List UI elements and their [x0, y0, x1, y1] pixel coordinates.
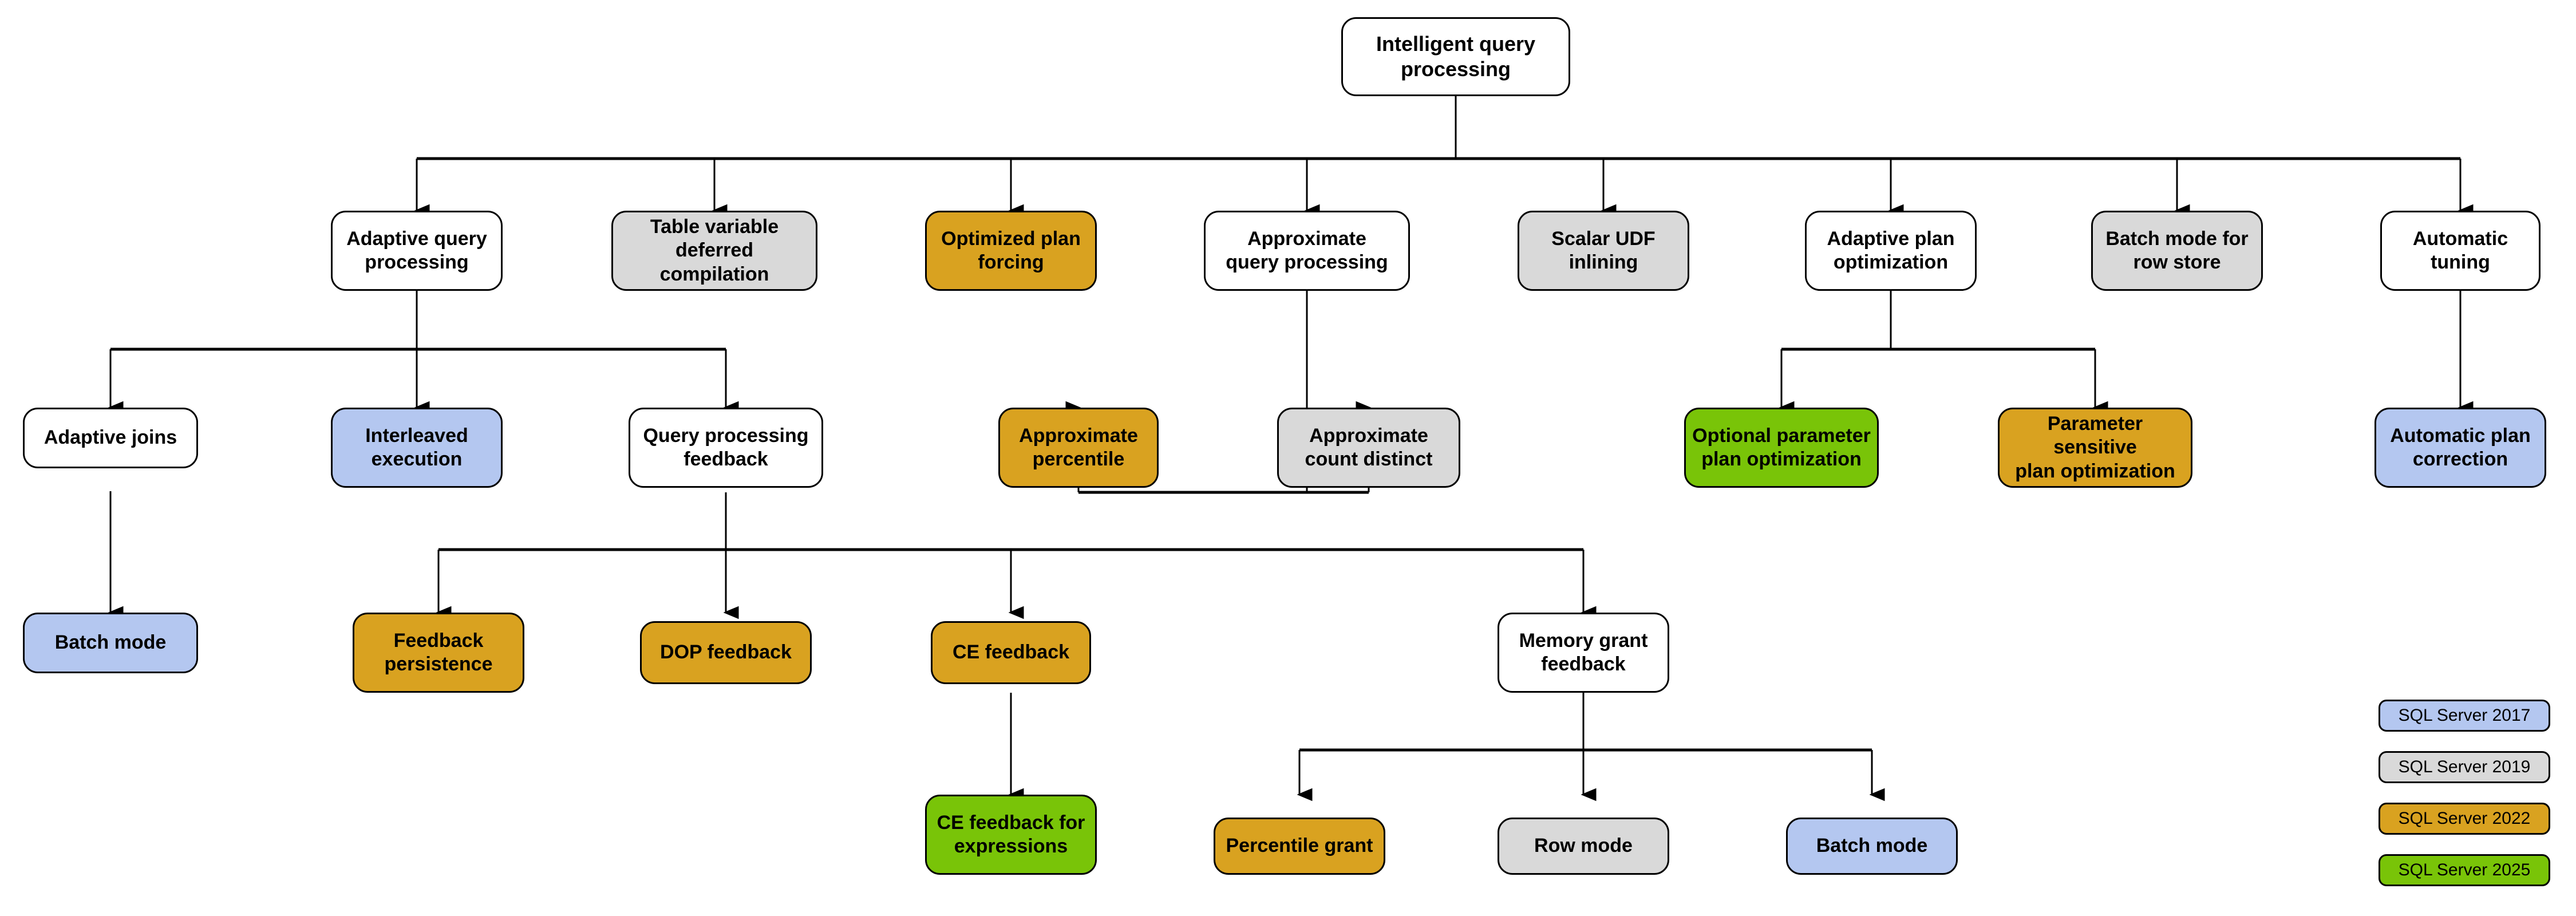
node-automatic-tuning[interactable]: Automatic tuning: [2380, 211, 2541, 291]
node-approximate-count-distinct[interactable]: Approximate count distinct: [1277, 408, 1460, 488]
node-batch-mode-adaptive-joins[interactable]: Batch mode: [23, 613, 198, 673]
legend-item-sql-server-2022[interactable]: SQL Server 2022: [2379, 803, 2550, 835]
node-scalar-udf-inlining[interactable]: Scalar UDF inlining: [1518, 211, 1689, 291]
legend-item-sql-server-2017[interactable]: SQL Server 2017: [2379, 700, 2550, 732]
node-adaptive-query-processing[interactable]: Adaptive query processing: [331, 211, 503, 291]
node-dop-feedback[interactable]: DOP feedback: [640, 621, 812, 684]
node-percentile-grant[interactable]: Percentile grant: [1214, 818, 1385, 875]
legend-item-sql-server-2025[interactable]: SQL Server 2025: [2379, 854, 2550, 886]
node-approximate-percentile[interactable]: Approximate percentile: [998, 408, 1159, 488]
node-interleaved-execution[interactable]: Interleaved execution: [331, 408, 503, 488]
node-row-mode[interactable]: Row mode: [1498, 818, 1669, 875]
node-adaptive-joins[interactable]: Adaptive joins: [23, 408, 198, 468]
node-automatic-plan-correction[interactable]: Automatic plan correction: [2374, 408, 2546, 488]
node-batch-mode-for-row-store[interactable]: Batch mode for row store: [2091, 211, 2263, 291]
node-ce-feedback-for-expressions[interactable]: CE feedback for expressions: [925, 795, 1097, 875]
node-ce-feedback[interactable]: CE feedback: [931, 621, 1091, 684]
node-feedback-persistence[interactable]: Feedback persistence: [353, 613, 524, 693]
node-intelligent-query-processing[interactable]: Intelligent query processing: [1341, 17, 1570, 96]
node-approximate-query-processing[interactable]: Approximate query processing: [1204, 211, 1410, 291]
node-memory-grant-feedback[interactable]: Memory grant feedback: [1498, 613, 1669, 693]
node-table-variable-deferred-compilation[interactable]: Table variable deferred compilation: [611, 211, 817, 291]
node-adaptive-plan-optimization[interactable]: Adaptive plan optimization: [1805, 211, 1977, 291]
legend-item-sql-server-2019[interactable]: SQL Server 2019: [2379, 751, 2550, 783]
node-batch-mode-memory-grant[interactable]: Batch mode: [1786, 818, 1958, 875]
node-query-processing-feedback[interactable]: Query processing feedback: [629, 408, 823, 488]
node-parameter-sensitive-plan-optimization[interactable]: Parameter sensitive plan optimization: [1998, 408, 2192, 488]
node-optimized-plan-forcing[interactable]: Optimized plan forcing: [925, 211, 1097, 291]
node-optional-parameter-plan-optimization[interactable]: Optional parameter plan optimization: [1684, 408, 1879, 488]
